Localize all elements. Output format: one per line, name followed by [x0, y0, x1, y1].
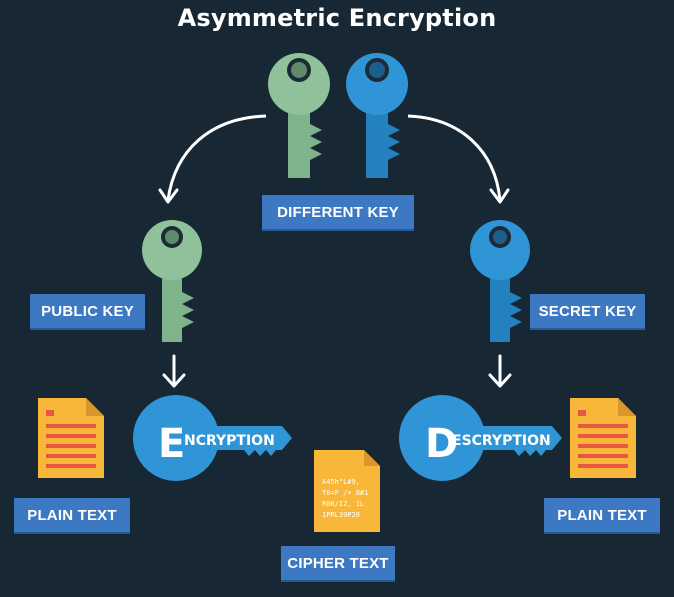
arrow-down-right — [488, 354, 512, 388]
cipher-text-label: CIPHER TEXT — [281, 546, 395, 580]
different-key-label: DIFFERENT KEY — [262, 195, 414, 229]
cipher-line-1: A45h"L#9, — [322, 478, 360, 486]
cipher-line-4: 1PRL39P20 — [322, 511, 360, 519]
cipher-line-2: T6=F /+ 8#1 — [322, 489, 368, 497]
arrow-to-secret-key — [407, 114, 502, 201]
cipher-text-document-icon: A45h"L#9, T6=F /+ 8#1 R06/I2, 1L 1PRL39P… — [314, 450, 380, 532]
arrow-down-left — [162, 354, 186, 388]
cipher-line-3: R06/I2, 1L — [322, 500, 364, 508]
public-key-label: PUBLIC KEY — [30, 294, 145, 328]
blue-key-icon — [346, 53, 408, 178]
secret-key-icon — [470, 220, 530, 342]
encryption-initial: E — [158, 421, 185, 467]
diagram-title: Asymmetric Encryption — [177, 4, 497, 32]
encryption-key-icon: E NCRYPTION — [133, 395, 292, 481]
plain-text-left-label: PLAIN TEXT — [14, 498, 130, 532]
public-key-icon — [142, 220, 202, 342]
plain-text-right-label: PLAIN TEXT — [544, 498, 660, 532]
plain-text-document-left-icon — [38, 398, 104, 478]
descryption-initial: D — [425, 421, 458, 467]
descryption-rest: ESCRYPTION — [452, 433, 551, 449]
arrow-to-public-key — [166, 114, 267, 201]
encryption-rest: NCRYPTION — [184, 433, 275, 449]
descryption-key-icon: D ESCRYPTION — [399, 395, 562, 481]
green-key-icon — [268, 53, 330, 178]
secret-key-label: SECRET KEY — [530, 294, 645, 328]
plain-text-document-right-icon — [570, 398, 636, 478]
